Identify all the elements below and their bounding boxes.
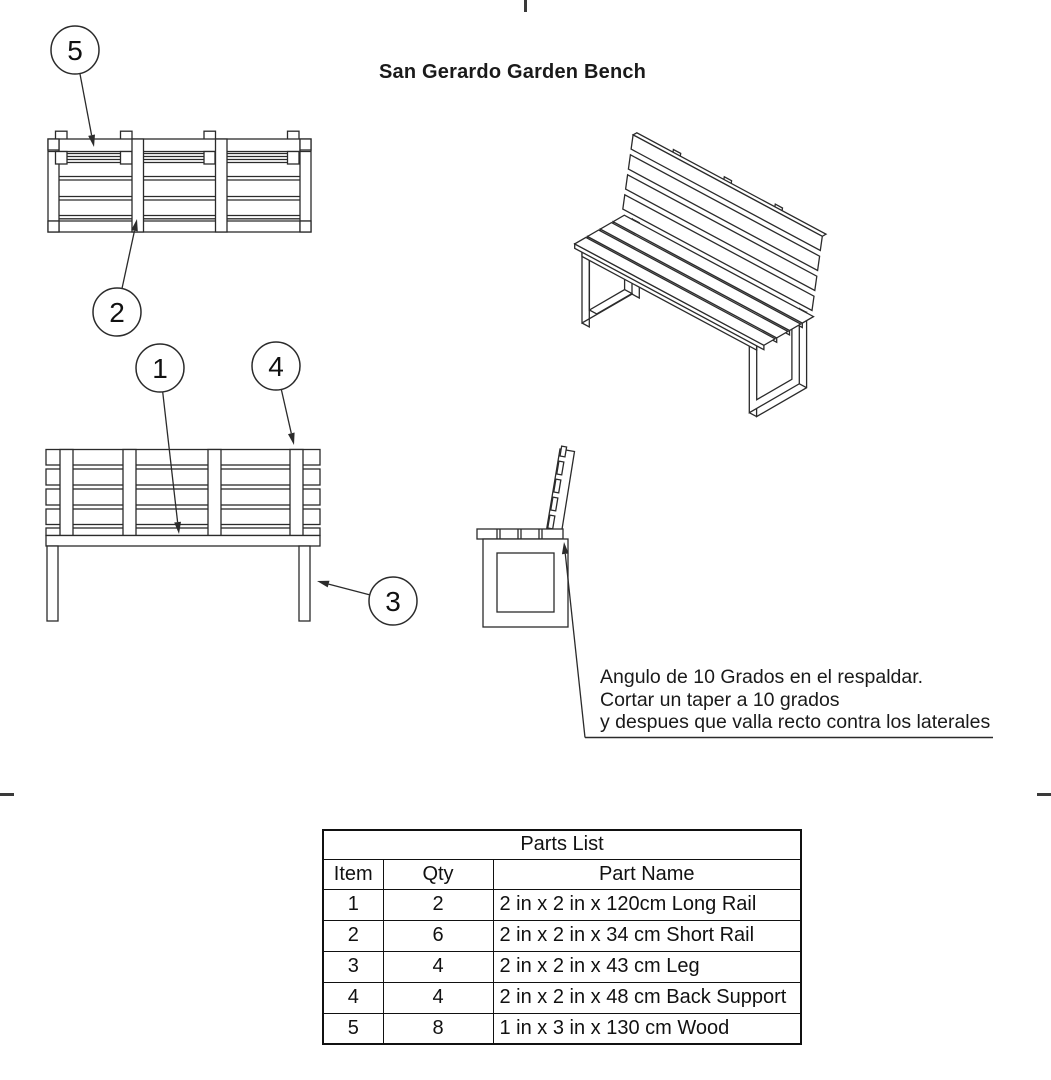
back-support-tab [54,130,68,141]
top-view [47,130,312,233]
cell-qty: 4 [382,981,494,1014]
cell-part-name: 2 in x 2 in x 120cm Long Rail [492,888,802,921]
backrest-slat-mark [550,496,559,512]
cell-item: 1 [322,888,384,921]
back-slat [624,173,818,292]
back-support-post [59,448,74,537]
table-row: 4 4 2 in x 2 in x 48 cm Back Support [322,981,802,1014]
cell-qty: 8 [382,1012,494,1045]
registration-marks [0,0,1051,796]
callout-balloon-4: 4 [251,341,301,445]
seat-slats [573,214,815,351]
back-slat [45,488,321,506]
angle-annotation: Angulo de 10 Grados en el respaldar. Cor… [600,666,990,734]
parts-list-title: Parts List [322,829,802,860]
leg [46,545,59,622]
callouts: 5 2 1 4 3 [50,25,418,626]
corner-post [299,220,312,233]
cell-part-name: 1 in x 3 in x 130 cm Wood [492,1012,802,1045]
table-row: 3 4 2 in x 2 in x 43 cm Leg [322,950,802,983]
registration-mark [0,793,14,796]
cell-item: 4 [322,981,384,1014]
side-frame-opening [496,552,555,613]
seat-slat-strip [476,528,564,540]
cell-item: 5 [322,1012,384,1045]
back-slat [622,193,815,312]
back-support-post [207,448,222,537]
callout-balloon-1: 1 [135,343,185,534]
callout-number: 1 [152,353,168,384]
corner-post [47,138,60,151]
leg [298,545,311,622]
short-rail-divider [131,138,145,233]
top-view-frame [47,138,312,233]
back-support-tab [286,130,300,141]
callout-number: 3 [385,586,401,617]
cell-qty: 6 [382,919,494,952]
callout-number: 5 [67,35,83,66]
annotation-line-3: y despues que valla recto contra los lat… [600,711,991,734]
callout-number: 4 [268,351,284,382]
back-slat [630,133,824,252]
callout-balloon-2: 2 [92,219,142,337]
back-slat [45,468,321,486]
cell-part-name: 2 in x 2 in x 43 cm Leg [492,950,802,983]
back-slat [627,153,821,272]
leader-arrowhead [174,521,181,534]
leader-arrowhead [288,432,295,445]
annotation-line-2: Cortar un taper a 10 grados [600,688,840,711]
back-support-post [122,448,137,537]
backrest-slat-mark [559,445,568,458]
back-support-stub [203,150,216,165]
back-support-stub [286,150,300,165]
column-header-item: Item [322,858,384,890]
table-row: 1 2 2 in x 2 in x 120cm Long Rail [322,888,802,921]
seat-long-rail [45,534,321,547]
leader-arrowhead [88,134,95,147]
registration-mark [524,0,527,12]
annotation-line-1: Angulo de 10 Grados en el respaldar. [600,666,924,688]
cell-item: 2 [322,919,384,952]
callout-balloon-5: 5 [50,25,100,147]
backrest-slat-mark [556,460,565,476]
back-support-stub [54,150,68,165]
cell-part-name: 2 in x 2 in x 48 cm Back Support [492,981,802,1014]
front-view [45,448,321,622]
cell-qty: 2 [382,888,494,921]
drawing-title: San Gerardo Garden Bench [379,61,647,83]
parts-list-table: Parts List Item Qty Part Name 1 2 2 in x… [322,829,802,1045]
back-support-tab [119,130,133,141]
isometric-view [573,132,828,418]
cell-qty: 4 [382,950,494,983]
corner-post [299,138,312,151]
column-header-part-name: Part Name [492,858,802,890]
back-slat [45,448,321,466]
callout-balloon-3: 3 [317,576,418,626]
registration-mark [1037,793,1051,796]
leader-arrowhead [317,580,330,588]
back-support-post [289,448,304,537]
column-header-qty: Qty [382,858,494,890]
seat-slat-lines [59,175,300,220]
cell-item: 3 [322,950,384,983]
short-rail-divider [214,138,228,233]
back-slat [45,508,321,526]
leader-arrowhead [561,542,569,555]
side-view [476,445,576,628]
back-support-tab [203,130,217,141]
backrest-slat-mark [553,478,562,494]
side-frame [482,538,569,628]
back-support-stub [119,150,133,165]
corner-post [47,220,60,233]
leader-arrowhead [131,219,138,232]
table-row: 2 6 2 in x 2 in x 34 cm Short Rail [322,919,802,952]
annotation-leader [561,542,993,739]
cell-part-name: 2 in x 2 in x 34 cm Short Rail [492,919,802,952]
back-slat [45,527,321,537]
table-row: 5 8 1 in x 3 in x 130 cm Wood [322,1012,802,1045]
callout-number: 2 [109,297,125,328]
table-header-row: Item Qty Part Name [322,858,802,890]
